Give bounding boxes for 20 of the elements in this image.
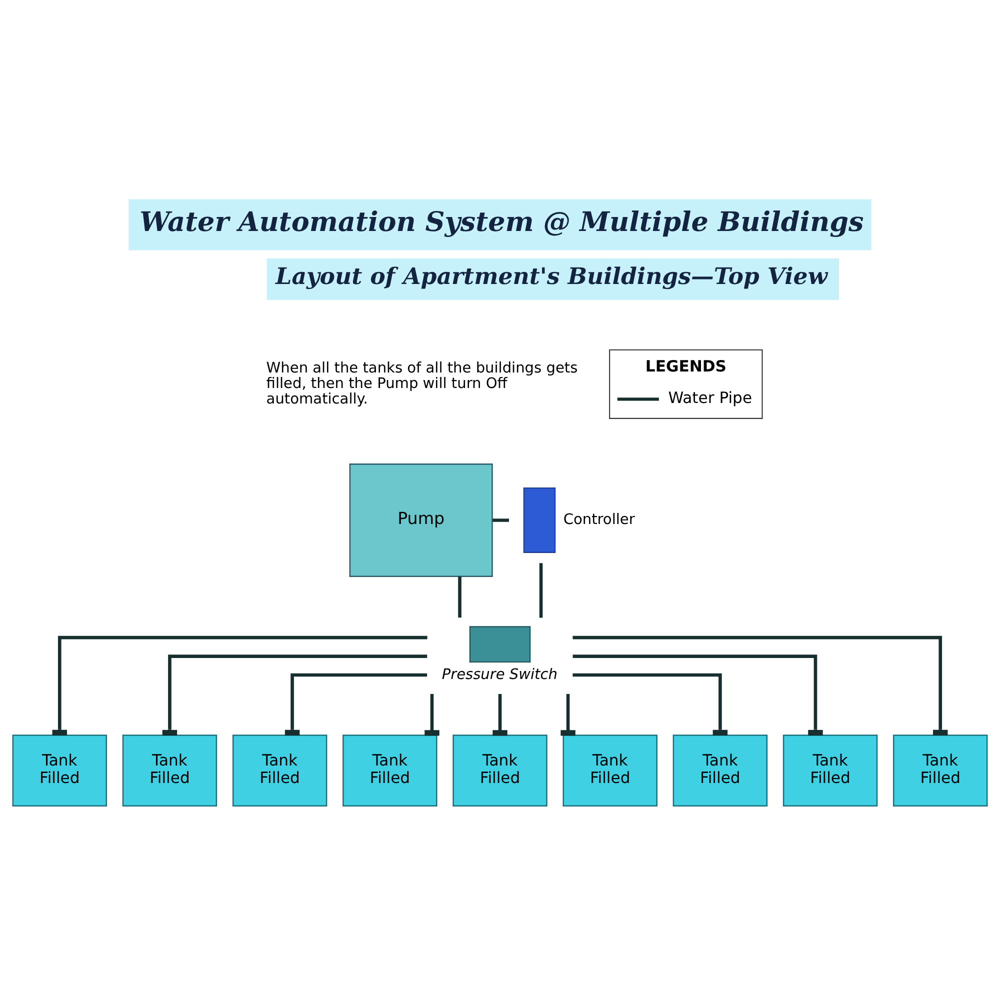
legend-label: Water Pipe: [668, 388, 752, 406]
node-box: Tank Filled: [12, 734, 107, 806]
node-box: Tank Filled: [122, 734, 218, 806]
diagram-title: Water Automation System @ Multiple Buildings: [140, 206, 864, 238]
node-label: Controller: [563, 512, 635, 528]
label: LEGENDS: [645, 357, 727, 376]
node-box: Tank Filled: [562, 734, 658, 806]
node-label: Pressure Switch: [442, 666, 558, 682]
connector: [458, 576, 462, 618]
node-box: Tank Filled: [342, 734, 438, 806]
node-box: Tank Filled: [672, 734, 768, 806]
connector: [492, 518, 509, 522]
label: When all the tanks of all the buildings gets filled, then the Pump will turn Off automatically.: [266, 360, 578, 408]
connector: [539, 562, 543, 618]
label: Layout of Apartment's Buildings—Top View: [276, 264, 828, 290]
node-box: Tank Filled: [232, 734, 328, 806]
node-box: Tank Filled: [452, 734, 548, 806]
node-box: Pump: [349, 463, 493, 576]
node-box: Tank Filled: [782, 734, 878, 806]
node-box: Tank Filled: [893, 734, 988, 806]
